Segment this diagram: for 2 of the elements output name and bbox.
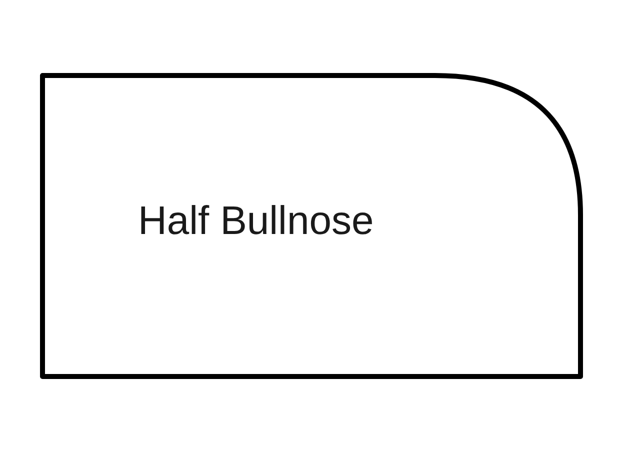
profile-shape [40, 73, 583, 379]
shape-label: Half Bullnose [138, 198, 374, 245]
